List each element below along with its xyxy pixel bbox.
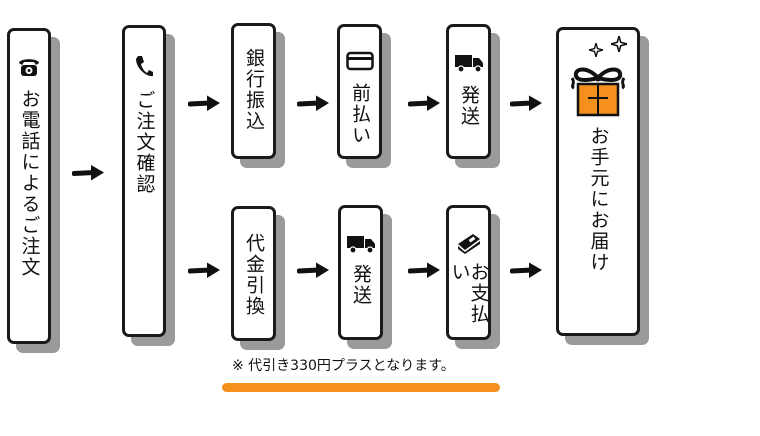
step-card-ship-bottom: 発送 (338, 205, 383, 340)
wallet-icon (455, 230, 483, 258)
cod-fee-note: ※ 代引き330円プラスとなります。 (232, 358, 455, 374)
delivery-truck-icon (454, 53, 484, 77)
sparkle-icon (586, 40, 606, 61)
step-label-phone-order: お電話によるご注文 (18, 89, 41, 278)
arrow-right-icon (72, 165, 104, 181)
arrow-right-icon (297, 262, 329, 278)
phone-icon (17, 55, 41, 81)
step-label-delivery: お手元にお届け (587, 126, 610, 273)
step-label-payment: お支払い (448, 262, 490, 325)
step-card-delivery: お手元にお届け (556, 27, 640, 336)
arrow-right-icon (510, 95, 542, 111)
sparkle-icon (607, 32, 631, 56)
delivery-truck-icon (346, 234, 376, 258)
step-label-order-confirm: ご注文確認 (133, 90, 156, 195)
handset-icon (134, 54, 154, 82)
arrow-right-icon (510, 262, 542, 278)
credit-card-icon (345, 51, 374, 75)
note-underline (222, 383, 500, 392)
step-card-prepay: 前払い (337, 24, 382, 159)
gift-box-icon (566, 62, 630, 124)
arrow-right-icon (188, 262, 220, 278)
step-label-prepay: 前払い (349, 83, 371, 146)
step-card-ship-top: 発送 (446, 24, 491, 159)
step-card-cod: 代金引換 (231, 206, 276, 341)
step-label-ship-top: 発送 (458, 85, 480, 127)
step-card-order-confirm: ご注文確認 (122, 25, 166, 337)
step-label-cod: 代金引換 (243, 233, 265, 317)
step-card-phone-order: お電話によるご注文 (7, 28, 51, 344)
arrow-right-icon (408, 262, 440, 278)
step-label-ship-bottom: 発送 (350, 264, 372, 306)
step-card-bank-transfer: 銀行振込 (231, 23, 276, 159)
arrow-right-icon (408, 95, 440, 111)
arrow-right-icon (188, 95, 220, 111)
arrow-right-icon (297, 95, 329, 111)
step-label-bank-transfer: 銀行振込 (243, 48, 265, 132)
step-card-payment: お支払い (446, 205, 491, 340)
